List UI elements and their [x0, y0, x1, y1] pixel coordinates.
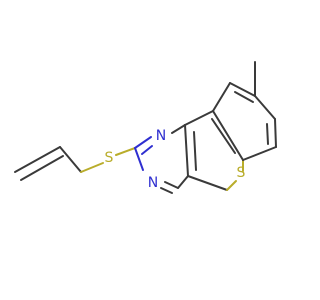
- bond-c9-c8: [254, 95, 276, 120]
- bond-c4a-c10b: [184, 124, 189, 177]
- bond-n3-c4-inner: [160, 187, 173, 194]
- bond-c10-c9: [229, 82, 256, 97]
- atom-label-n3: N: [148, 175, 158, 191]
- bond-c4a-c5: [187, 175, 228, 191]
- bond-c10-c9-inner: [234, 91, 254, 103]
- bond-c8-c7-inner: [266, 123, 269, 145]
- bond-vinyl-double-b: [20, 155, 64, 181]
- atom-label-n1: N: [156, 128, 166, 144]
- bond-n3-c4: [164, 181, 179, 189]
- bond-s-c2: [115, 147, 136, 156]
- bond-c10b-n1: [171, 124, 186, 134]
- atom-label-s-ring: S: [237, 165, 246, 181]
- molecule-structure: S N N S: [14, 61, 277, 194]
- atom-label-s-allyl: S: [105, 150, 114, 166]
- bond-allyl-c2-c3: [59, 146, 82, 173]
- bond-c8-c7: [274, 118, 277, 148]
- bond-c10a-c10b: [184, 110, 214, 126]
- bond-c4-c4a: [177, 175, 189, 189]
- bond-c4a-c10b-inner: [193, 131, 197, 171]
- bond-c10a-c10: [212, 82, 231, 112]
- bond-c2-n1: [134, 136, 152, 149]
- bond-allyl-ch2-s: [80, 162, 104, 173]
- bond-vinyl-double-a: [14, 146, 61, 173]
- bond-c2-n1-inner: [141, 145, 153, 155]
- bond-c5-s6: [226, 180, 237, 191]
- bond-c2-n3: [134, 147, 144, 171]
- bond-c6a-c10a-inner: [211, 118, 236, 154]
- bond-c7-c6a: [242, 146, 277, 161]
- bond-c6a-c10a: [212, 110, 244, 161]
